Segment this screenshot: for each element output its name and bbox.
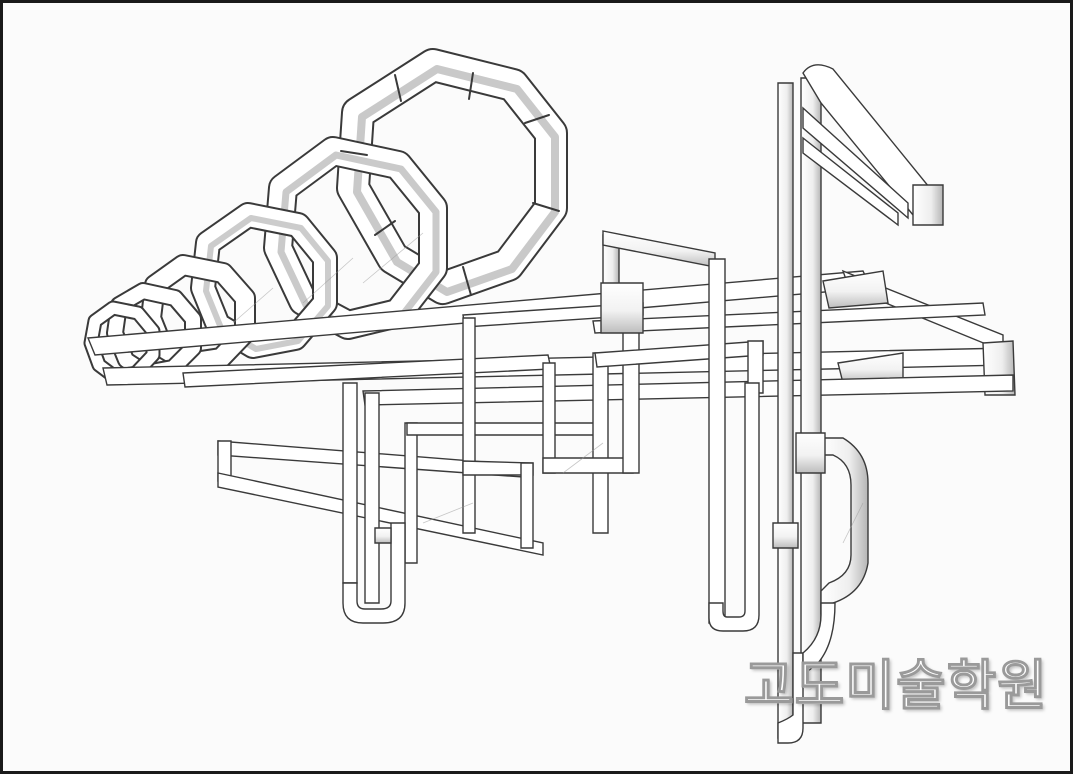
pipe-middle-riser (600, 230, 760, 632)
academy-watermark: 고도미술학원 (743, 653, 1048, 717)
pipe-ring-couplings (340, 72, 560, 296)
pipe-lower-frame (217, 302, 764, 624)
pencil-shading (232, 232, 864, 544)
pipe-drawing (83, 48, 1016, 744)
pipe-vertical-tower (772, 64, 944, 744)
pipe-ring-1 (336, 48, 568, 305)
